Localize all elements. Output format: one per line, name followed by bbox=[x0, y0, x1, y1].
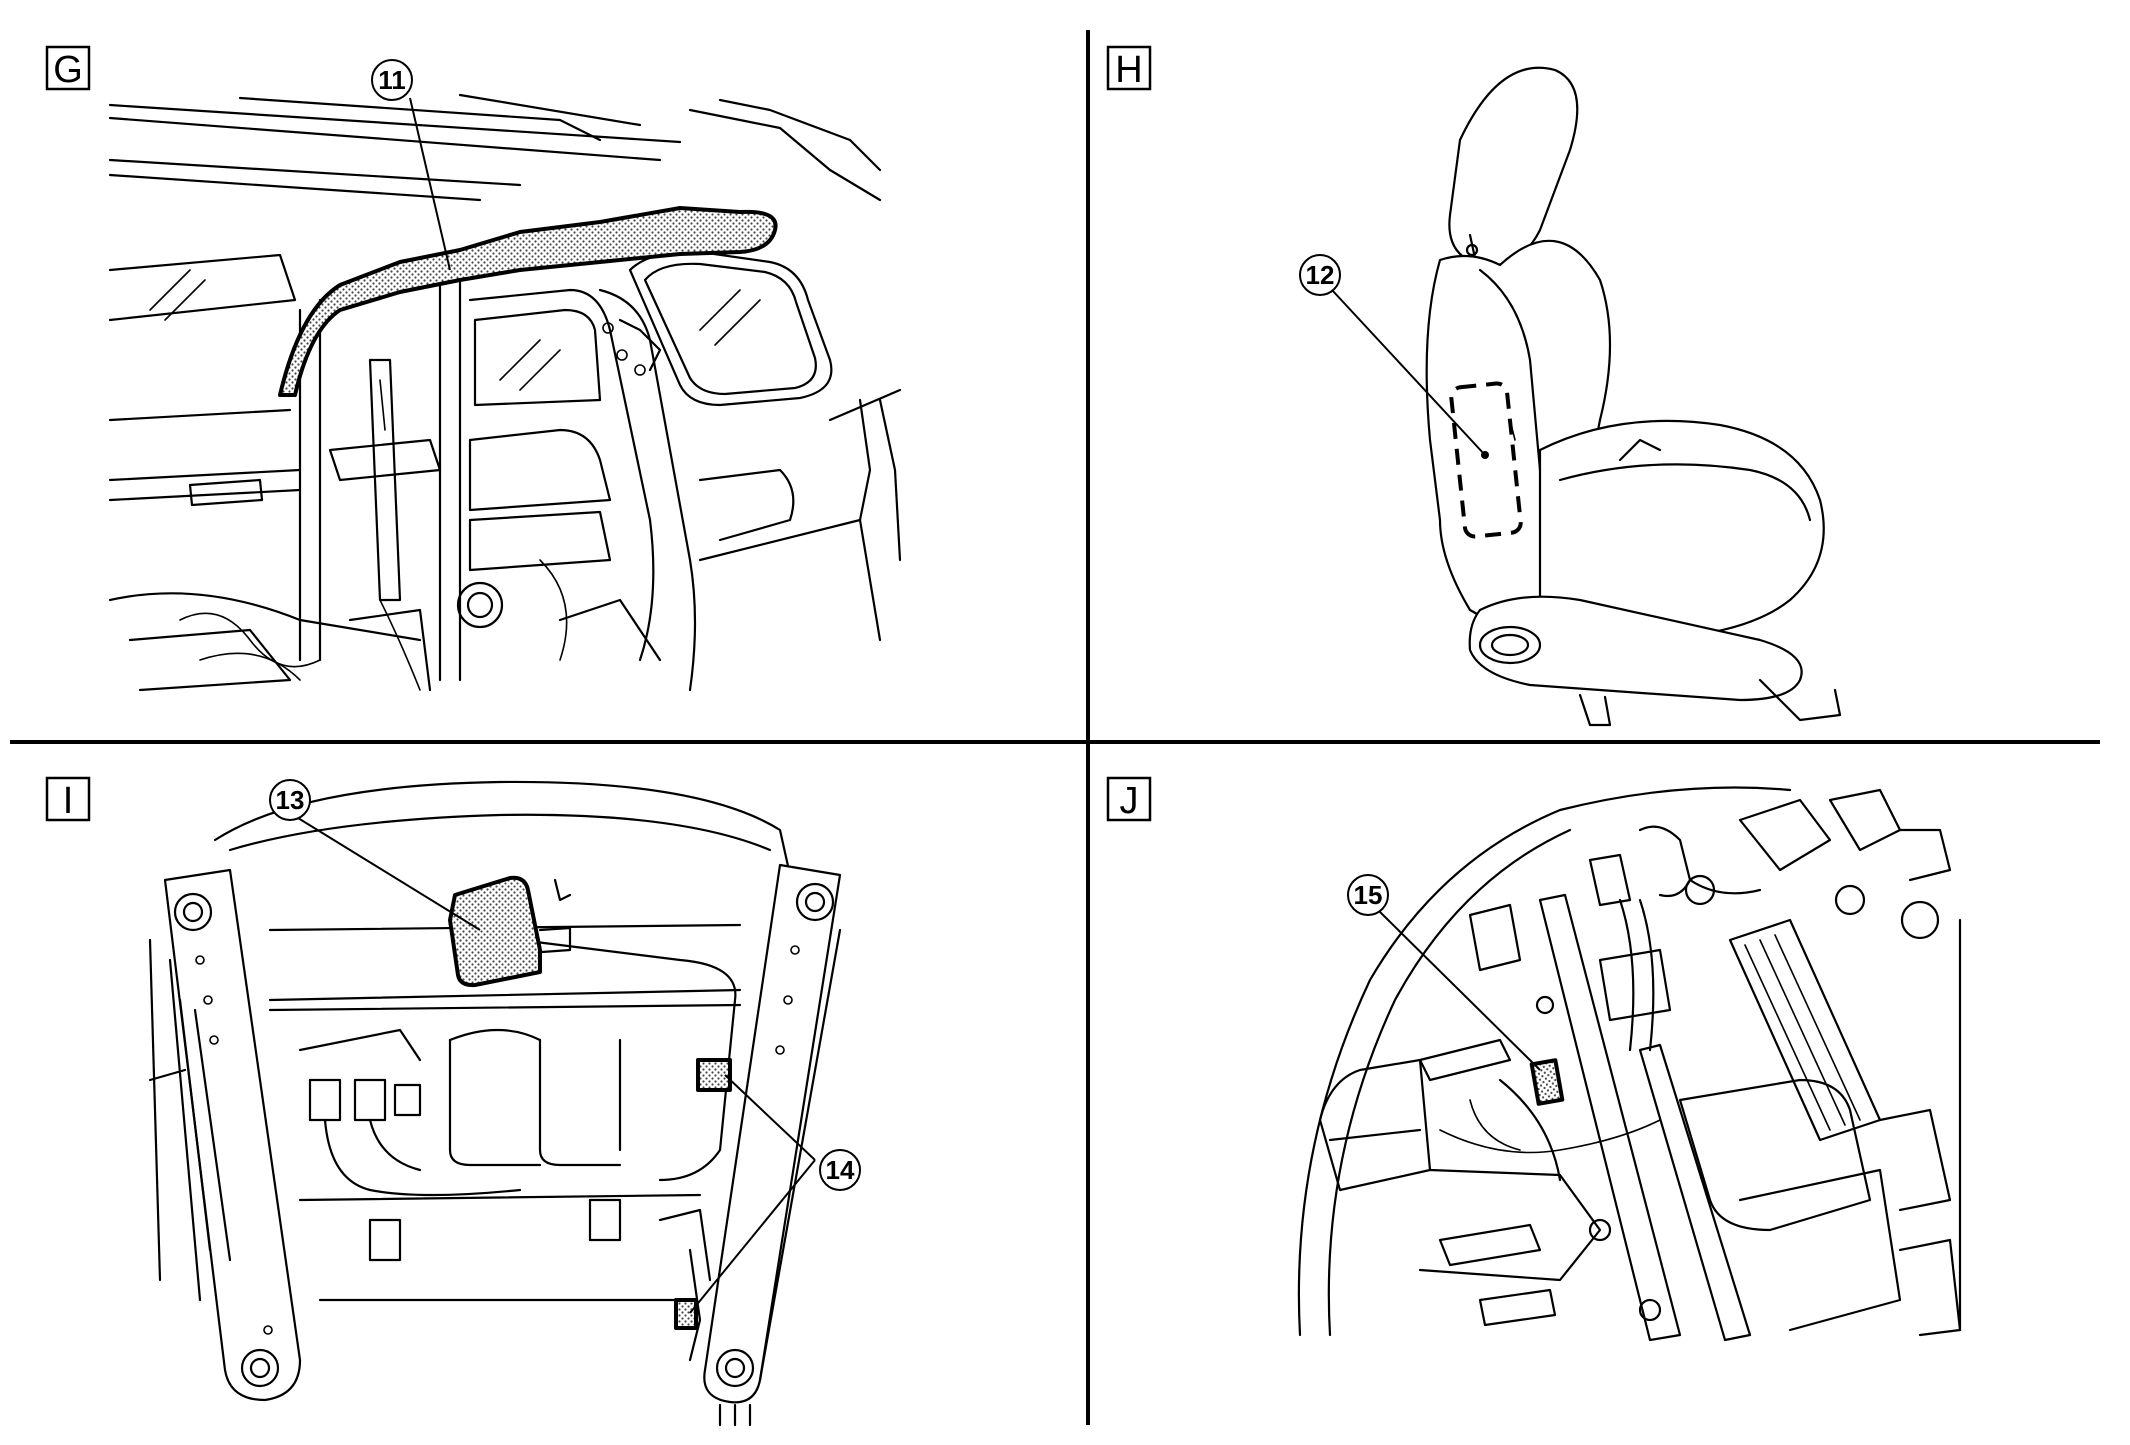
callout-11: 11 bbox=[371, 59, 451, 271]
sensor-14-upper bbox=[696, 1058, 732, 1092]
callout-15: 15 bbox=[1347, 874, 1541, 1071]
panel-i: I bbox=[45, 776, 861, 1427]
vehicle-interior-side-view bbox=[108, 93, 902, 692]
callout-12: 12 bbox=[1299, 254, 1489, 459]
panel-i-letter-box: I bbox=[45, 776, 91, 822]
seat-frame-underside-view bbox=[148, 780, 842, 1427]
panel-g: G bbox=[45, 45, 902, 692]
callout-14: 14 bbox=[689, 1074, 861, 1314]
callout-13-label: 13 bbox=[276, 785, 305, 815]
panel-j-letter: J bbox=[1120, 780, 1139, 822]
airbag-module-13 bbox=[448, 875, 542, 988]
engine-bay-view bbox=[1297, 786, 1962, 1342]
panel-h-letter: H bbox=[1115, 49, 1142, 91]
front-impact-sensor-15 bbox=[1529, 1058, 1565, 1106]
front-seat-side-view bbox=[1425, 66, 1842, 727]
panel-h: H 12 bbox=[1106, 45, 1842, 727]
panel-g-letter: G bbox=[53, 49, 83, 91]
panel-j: J bbox=[1106, 776, 1962, 1342]
panel-g-letter-box: G bbox=[45, 45, 91, 91]
panel-dividers bbox=[10, 30, 2100, 1425]
callout-11-label: 11 bbox=[378, 65, 406, 95]
sensor-14-lower bbox=[674, 1298, 698, 1330]
callout-13: 13 bbox=[269, 779, 481, 931]
panel-j-letter-box: J bbox=[1106, 776, 1152, 822]
curtain-airbag bbox=[278, 206, 778, 397]
callout-14-label: 14 bbox=[826, 1155, 855, 1185]
callout-15-label: 15 bbox=[1354, 880, 1383, 910]
panel-h-letter-box: H bbox=[1106, 45, 1152, 91]
callout-12-label: 12 bbox=[1306, 260, 1335, 290]
panel-i-letter: I bbox=[63, 780, 74, 822]
side-airbag-outline bbox=[1449, 381, 1523, 539]
